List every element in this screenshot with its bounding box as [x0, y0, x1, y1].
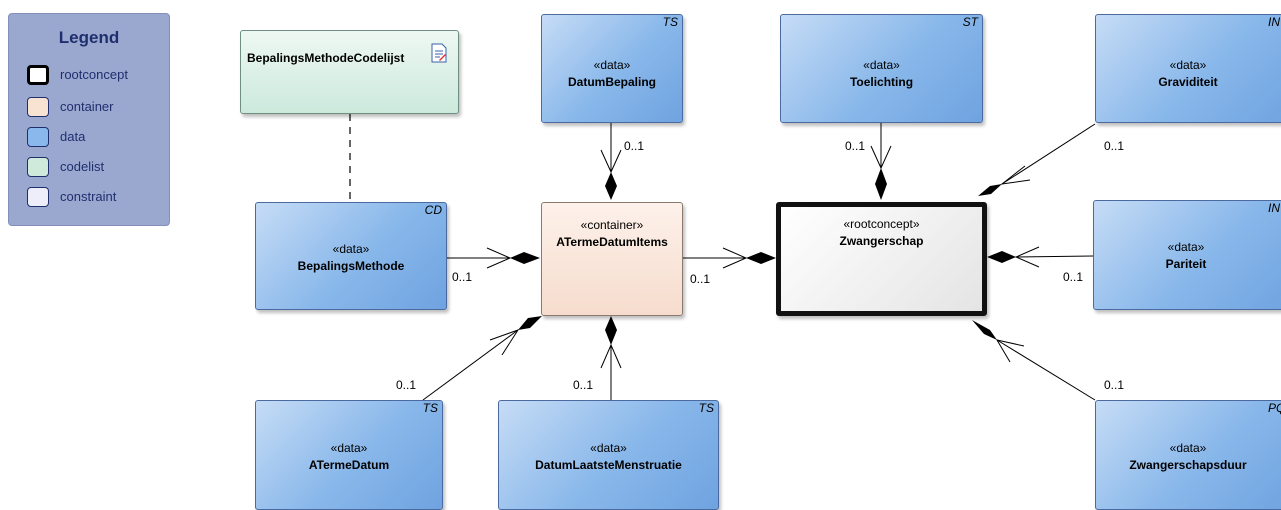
- connector-arrow: [995, 339, 1025, 363]
- legend: Legend rootconcept container data codeli…: [8, 13, 170, 226]
- stereotype-label: «container»: [580, 218, 644, 232]
- composition-diamond: [605, 316, 617, 345]
- type-tag: PQ: [1268, 401, 1281, 415]
- type-tag: INT: [1268, 201, 1281, 215]
- data-box-bepalingsmethode[interactable]: CD «data» BepalingsMethode: [255, 202, 447, 310]
- data-box-pariteit[interactable]: INT «data» Pariteit: [1093, 200, 1281, 310]
- multiplicity-label: 0..1: [845, 139, 866, 153]
- node-name: ATermeDatumItems: [556, 235, 668, 249]
- type-tag: ST: [962, 15, 978, 29]
- stereotype-label: «data»: [593, 58, 631, 72]
- stereotype-label: «data»: [332, 242, 370, 256]
- multiplicity-label: 0..1: [1104, 378, 1125, 392]
- legend-swatch: [27, 127, 49, 147]
- connector-pariteit: [1015, 255, 1094, 258]
- connector-zwangerschapsduur: [996, 339, 1096, 401]
- composition-diamond: [746, 252, 776, 264]
- node-name: DatumBepaling: [567, 75, 656, 89]
- type-tag: TS: [662, 15, 678, 29]
- node-name: BepalingsMethode: [297, 259, 405, 273]
- connector-atermedatum: [422, 329, 519, 401]
- codelist-name: BepalingsMethodeCodelijst: [247, 51, 405, 65]
- legend-item-rootconcept: rootconcept: [27, 65, 167, 87]
- composition-diamond: [978, 184, 1002, 196]
- type-tag: CD: [424, 203, 442, 217]
- connector-arrow: [489, 329, 520, 356]
- legend-label: data: [60, 129, 86, 144]
- legend-swatch: [27, 157, 49, 177]
- node-name: Zwangerschap: [839, 234, 924, 248]
- composition-diamond: [987, 251, 1016, 263]
- composition-diamond: [518, 316, 542, 330]
- legend-item-constraint: constraint: [27, 187, 167, 209]
- legend-label: container: [60, 99, 114, 114]
- multiplicity-label: 0..1: [452, 270, 473, 284]
- rootconcept-box-zwangerschap[interactable]: «rootconcept» Zwangerschap: [776, 202, 987, 316]
- type-tag: TS: [422, 401, 438, 415]
- legend-item-codelist: codelist: [27, 157, 167, 179]
- multiplicity-label: 0..1: [624, 139, 645, 153]
- legend-label: rootconcept: [60, 67, 128, 82]
- node-name: DatumLaatsteMenstruatie: [535, 458, 682, 472]
- stereotype-label: «data»: [330, 441, 368, 455]
- legend-swatch: [27, 97, 49, 117]
- document-icon: [431, 43, 447, 63]
- legend-title: Legend: [58, 28, 120, 47]
- legend-swatch: [27, 65, 49, 85]
- data-box-toelichting[interactable]: ST «data» Toelichting: [780, 14, 983, 123]
- legend-swatch: [27, 187, 49, 207]
- legend-item-container: container: [27, 97, 167, 119]
- data-box-datumlaatstementruatie[interactable]: TS «data» DatumLaatsteMenstruatie: [498, 400, 719, 510]
- container-box-atermedatumitems[interactable]: «container» ATermeDatumItems: [541, 202, 683, 316]
- type-tag: TS: [698, 401, 714, 415]
- data-box-zwangerschapsduur[interactable]: PQ «data» Zwangerschapsduur: [1095, 400, 1281, 510]
- stereotype-label: «rootconcept»: [843, 217, 920, 231]
- composition-diamond: [875, 168, 887, 200]
- stereotype-label: «data»: [1169, 441, 1207, 455]
- multiplicity-label: 0..1: [573, 378, 594, 392]
- node-name: Pariteit: [1165, 257, 1207, 271]
- legend-item-data: data: [27, 127, 167, 149]
- multiplicity-label: 0..1: [690, 272, 711, 286]
- node-name: Toelichting: [849, 75, 914, 89]
- connector-graviditeit: [1001, 123, 1096, 185]
- codelist-box[interactable]: BepalingsMethodeCodelijst: [240, 30, 459, 114]
- stereotype-label: «data»: [1169, 58, 1207, 72]
- node-name: ATermeDatum: [308, 458, 390, 472]
- data-box-graviditeit[interactable]: INT «data» Graviditeit: [1095, 14, 1281, 123]
- multiplicity-label: 0..1: [396, 378, 417, 392]
- legend-label: constraint: [60, 189, 117, 204]
- stereotype-label: «data»: [1167, 240, 1205, 254]
- type-tag: INT: [1268, 15, 1281, 29]
- stereotype-label: «data»: [590, 441, 627, 455]
- multiplicity-label: 0..1: [1104, 139, 1125, 153]
- composition-diamond: [972, 320, 997, 340]
- composition-diamond: [510, 252, 540, 264]
- legend-label: codelist: [60, 159, 105, 174]
- composition-diamond: [605, 172, 617, 200]
- data-box-atermedatum[interactable]: TS «data» ATermeDatum: [255, 400, 443, 510]
- data-box-datumbepaling[interactable]: TS «data» DatumBepaling: [541, 14, 683, 123]
- stereotype-label: «data»: [863, 58, 900, 72]
- node-name: Graviditeit: [1158, 75, 1218, 89]
- multiplicity-label: 0..1: [1063, 270, 1084, 284]
- node-name: Zwangerschapsduur: [1129, 458, 1247, 472]
